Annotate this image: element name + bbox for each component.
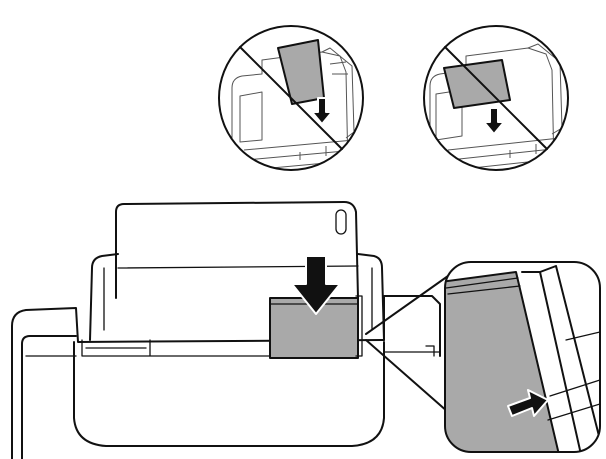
edge-guide (355, 295, 363, 357)
support-slot (335, 209, 347, 235)
magnifier-callout (365, 261, 601, 453)
edge-guide-closeup (445, 265, 600, 452)
printer-correct-loading (11, 201, 441, 459)
edge-guide-closeup-part (521, 265, 600, 452)
paper-stack-closeup (445, 271, 561, 452)
right-arrow-icon (507, 389, 549, 417)
down-arrow-icon (291, 255, 341, 315)
wrong-portrait-loading-sign (218, 25, 364, 171)
rear-feeder (89, 253, 119, 341)
prohibited-sign-icon (239, 46, 343, 150)
down-arrow-icon (311, 97, 333, 125)
prohibited-sign-icon (444, 46, 548, 150)
front-tray (73, 341, 385, 447)
paper-sheet-portrait (277, 39, 325, 105)
wrong-landscape-loading-sign (423, 25, 569, 171)
printer-body (11, 295, 441, 459)
down-arrow-icon (483, 107, 505, 135)
paper-support (115, 201, 359, 299)
